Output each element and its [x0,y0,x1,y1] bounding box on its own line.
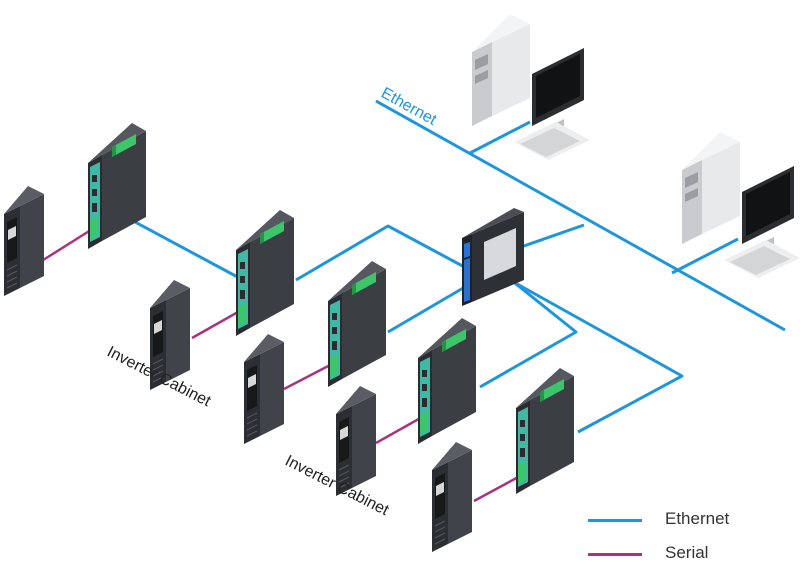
workstation-2 [682,132,800,278]
ethernet-switch [462,208,524,306]
serial-swatch [588,553,642,556]
legend-label-ethernet: Ethernet [665,509,730,528]
ethernet-backbone-line [375,99,786,332]
inverter-cabinet-5 [431,441,473,553]
inverter-cabinet-1 [3,185,45,297]
workstation-1 [472,14,590,160]
device-server-4 [418,318,476,444]
serial-links [39,226,523,503]
device-server-2 [236,210,294,336]
ethernet-swatch [588,519,642,522]
legend-label-serial: Serial [665,543,709,562]
inverter-cabinet-3 [243,333,285,445]
device-server-3 [328,261,386,387]
legend-item-serial: Serial [588,539,788,573]
device-server-1 [88,123,146,249]
device-server-5 [516,368,574,494]
legend: Ethernet Serial [588,505,788,573]
ethernet-links [121,99,786,434]
legend-item-ethernet: Ethernet [588,505,788,539]
